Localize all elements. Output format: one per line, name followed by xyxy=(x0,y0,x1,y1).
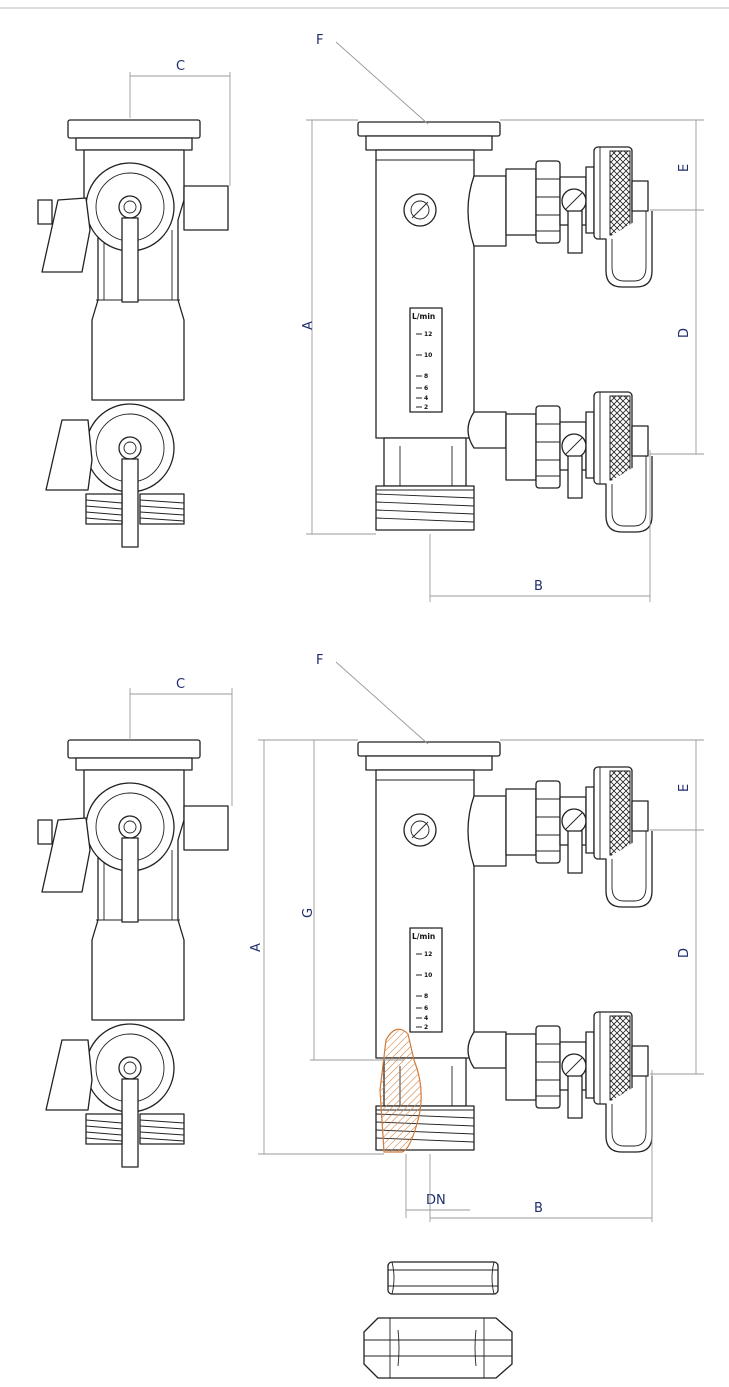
dimension-b-bottom: B xyxy=(429,1070,653,1222)
label-b-bottom: B xyxy=(534,1201,543,1216)
label-d-top: D xyxy=(677,328,692,338)
flow-scale-bottom: L/min 12 10 8 6 4 2 xyxy=(412,932,435,1031)
flow-tick-top-6: 6 xyxy=(424,385,428,392)
flow-tick-bottom-6: 6 xyxy=(424,1005,428,1012)
label-e-bottom: E xyxy=(677,784,692,792)
label-b-top: B xyxy=(534,579,543,594)
dimension-c-bottom: C xyxy=(129,677,233,806)
label-e-top: E xyxy=(677,164,692,172)
label-a-bottom: A xyxy=(249,943,264,952)
front-view-top: L/min 12 10 8 6 4 2 xyxy=(357,121,653,533)
dimension-a-g-bottom: A G xyxy=(249,739,404,1155)
flow-scale-unit-top: L/min xyxy=(412,312,435,321)
side-view-top xyxy=(37,119,229,548)
label-f-bottom: F xyxy=(316,653,323,668)
dimension-a-top: A xyxy=(301,119,376,535)
sealing-ring xyxy=(387,1261,499,1295)
dimension-e-d-bottom: E D xyxy=(500,739,704,1075)
flow-tick-bottom-12: 12 xyxy=(424,951,432,958)
leader-f-top: F xyxy=(316,33,429,125)
flow-scale-top: L/min 12 10 8 6 4 2 xyxy=(412,312,435,411)
side-view-bottom xyxy=(37,739,229,1168)
leader-f-bottom: F xyxy=(316,653,429,745)
label-c-bottom: C xyxy=(176,677,185,692)
flow-tick-top-4: 4 xyxy=(424,395,428,402)
label-f-top: F xyxy=(316,33,323,48)
flow-scale-unit-bottom: L/min xyxy=(412,932,435,941)
flow-tick-top-12: 12 xyxy=(424,331,432,338)
dimension-e-d-top: E D xyxy=(500,119,704,455)
union-nut xyxy=(363,1317,513,1379)
dimension-b-top: B xyxy=(429,450,651,602)
label-dn: DN xyxy=(426,1193,446,1208)
dimension-c-top: C xyxy=(129,59,231,186)
flow-tick-bottom-8: 8 xyxy=(424,993,428,1000)
label-d-bottom: D xyxy=(677,948,692,958)
flow-tick-bottom-2: 2 xyxy=(424,1024,428,1031)
label-a-top: A xyxy=(301,321,316,330)
dimension-dn: DN xyxy=(405,1154,470,1218)
flow-tick-top-2: 2 xyxy=(424,404,428,411)
flow-tick-top-10: 10 xyxy=(424,352,432,359)
flow-tick-bottom-4: 4 xyxy=(424,1015,428,1022)
label-c-top: C xyxy=(176,59,185,74)
label-g-bottom: G xyxy=(301,908,316,918)
flow-tick-top-8: 8 xyxy=(424,373,428,380)
flow-tick-bottom-10: 10 xyxy=(424,972,432,979)
